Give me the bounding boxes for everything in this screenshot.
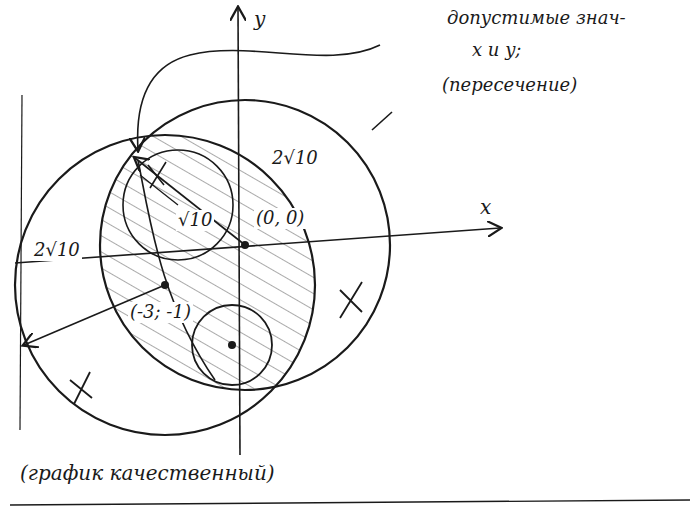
note-label: (-3; -1) xyxy=(128,302,193,323)
axis-label: y xyxy=(252,8,267,31)
note-label: (0, 0) xyxy=(254,208,306,229)
note-label: √10 xyxy=(176,210,214,231)
note-label: 2√10 xyxy=(32,240,82,261)
note-label: допустимые знач- xyxy=(445,8,628,29)
axis-label: x xyxy=(478,196,493,219)
caption: (график качественный) xyxy=(18,462,277,485)
note-label: x и y; xyxy=(470,40,523,61)
note-label: (пересечение) xyxy=(440,75,579,96)
note-label: 2√10 xyxy=(270,148,320,169)
